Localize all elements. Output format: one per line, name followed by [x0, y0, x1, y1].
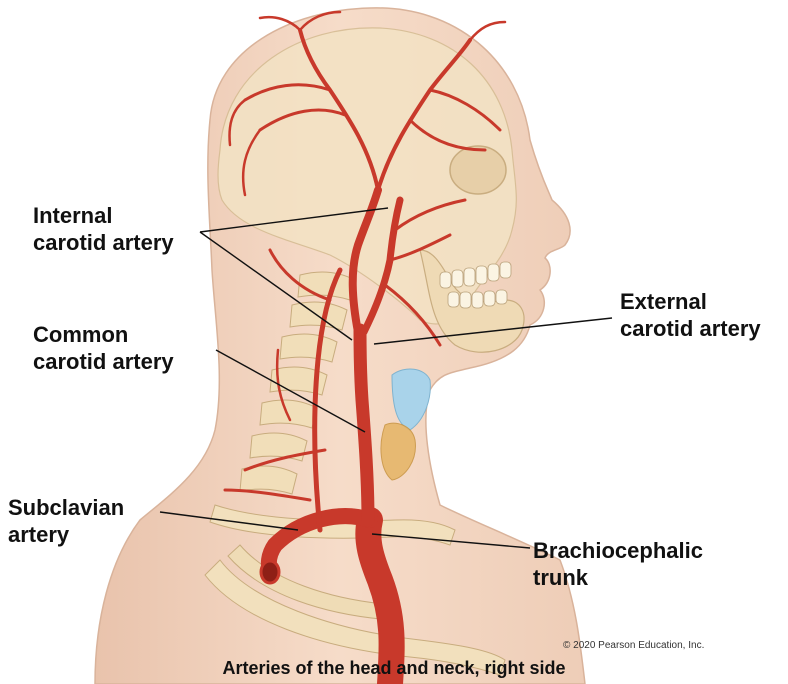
- label-common-carotid-artery: Common carotid artery: [33, 322, 174, 374]
- copyright-notice: © 2020 Pearson Education, Inc.: [563, 640, 705, 651]
- label-internal-carotid-artery: Internal carotid artery: [33, 203, 174, 255]
- teeth: [439, 261, 512, 309]
- figure-caption: Arteries of the head and neck, right sid…: [222, 658, 566, 678]
- thyroid-cartilage: [391, 368, 431, 431]
- thyroid-gland: [380, 422, 416, 481]
- label-brachiocephalic-trunk: Brachiocephalic trunk: [533, 538, 703, 590]
- arteries: [223, 10, 507, 684]
- orbit: [449, 145, 507, 195]
- label-external-carotid-artery: External carotid artery: [620, 289, 761, 341]
- label-subclavian-artery: Subclavian artery: [8, 495, 125, 547]
- subclavian-cut-end: [259, 559, 281, 585]
- leader-lines: [159, 207, 613, 549]
- first-rib: [204, 559, 506, 676]
